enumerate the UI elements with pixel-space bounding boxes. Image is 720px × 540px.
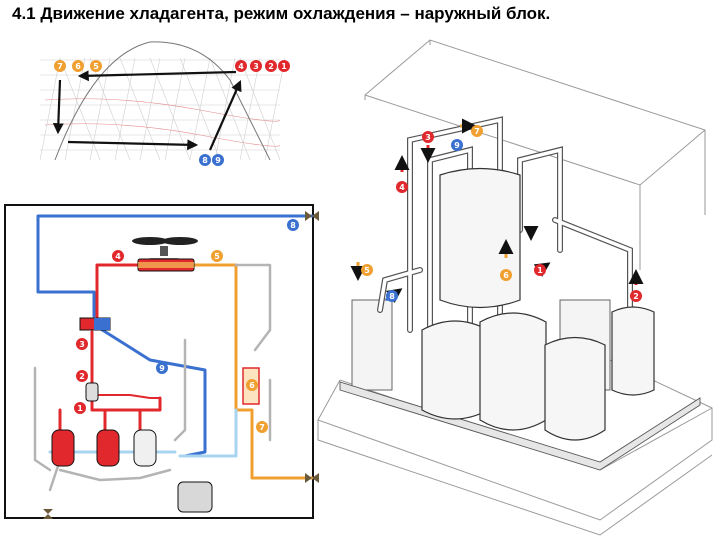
point-badge-1-circle xyxy=(74,402,86,414)
condenser-coil-gradient xyxy=(138,262,194,268)
point-badge-4-circle xyxy=(112,250,124,262)
point-badge-6: 6 xyxy=(249,381,255,390)
point-badge-4-circle xyxy=(396,181,408,193)
point-badge-8-circle xyxy=(287,219,299,231)
point-badge-1-circle xyxy=(278,60,290,72)
point-badge-7-circle xyxy=(256,421,268,433)
pipe-suction-gas xyxy=(36,214,314,318)
point-badge-5: 5 xyxy=(364,266,370,275)
point-badge-3-circle xyxy=(76,338,88,350)
outdoor-unit-3d: 3 7 9 4 5 8 6 1 2 xyxy=(317,39,713,536)
point-badge-1-circle xyxy=(534,264,546,276)
point-badge-7-circle xyxy=(471,125,483,137)
compressor-1 xyxy=(51,429,75,467)
ph-isotherms xyxy=(44,98,281,147)
point-badge-5-circle xyxy=(211,250,223,262)
point-badge-7: 7 xyxy=(259,423,265,432)
pipe-discharge-to-coil xyxy=(95,263,142,320)
point-badge-7: 7 xyxy=(57,62,63,71)
point-badge-9-circle xyxy=(451,139,463,151)
point-badge-3: 3 xyxy=(253,62,259,71)
point-badge-1: 1 xyxy=(281,62,287,71)
pipe-discharge-manifold xyxy=(58,330,162,437)
point-badge-2: 2 xyxy=(79,372,85,381)
point-badge-6-circle xyxy=(500,269,512,281)
compressor-2 xyxy=(96,429,120,467)
point-badge-2-circle xyxy=(76,370,88,382)
unit-compressor-1 xyxy=(421,320,489,420)
point-badge-6: 6 xyxy=(503,271,509,280)
point-badge-9-circle xyxy=(156,362,168,374)
point-badge-2: 2 xyxy=(633,292,639,301)
service-valves xyxy=(43,211,319,519)
unit-compressors xyxy=(421,167,655,441)
point-badge-8: 8 xyxy=(389,292,395,301)
point-badge-3: 3 xyxy=(79,340,85,349)
frame-post xyxy=(351,299,393,391)
pipe-auxiliary xyxy=(33,263,272,492)
point-badge-1: 1 xyxy=(77,404,83,413)
schematic-badge-group: 8 4 5 3 9 2 6 1 7 xyxy=(74,219,299,433)
page-title: 4.1 Движение хладагента, режим охлаждени… xyxy=(12,4,551,23)
point-badge-3-circle xyxy=(422,131,434,143)
compressor-3 xyxy=(133,429,157,467)
point-badge-3-circle xyxy=(250,60,262,72)
point-badge-5: 5 xyxy=(214,252,220,261)
point-badge-8-circle xyxy=(386,290,398,302)
unit-accumulator xyxy=(439,167,521,309)
point-badge-6: 6 xyxy=(75,62,81,71)
point-badge-7-circle xyxy=(54,60,66,72)
oil-separator xyxy=(85,382,99,402)
point-badge-4-circle xyxy=(235,60,247,72)
point-badge-9: 9 xyxy=(454,141,460,150)
unit-oil-separator xyxy=(611,306,655,396)
point-badge-9: 9 xyxy=(215,156,221,165)
point-badge-3: 3 xyxy=(425,133,431,142)
four-way-valve-low-side xyxy=(94,318,110,330)
point-badge-2: 2 xyxy=(268,62,274,71)
pipe-oil-return xyxy=(91,394,161,399)
ph-cycle-arrows xyxy=(52,70,242,151)
pipe-suction-return xyxy=(94,324,207,458)
piping-schematic: 8 4 5 3 9 2 6 1 7 xyxy=(4,204,319,519)
point-badge-7: 7 xyxy=(474,127,480,136)
saturation-dome xyxy=(54,41,271,161)
point-badge-8: 8 xyxy=(202,156,208,165)
unit-badge-group: 3 7 9 4 5 8 6 1 2 xyxy=(361,125,642,302)
point-badge-2-circle xyxy=(265,60,277,72)
point-badge-9: 9 xyxy=(159,364,165,373)
point-badge-4: 4 xyxy=(399,183,405,192)
point-badge-5-circle xyxy=(361,264,373,276)
point-badge-9-circle xyxy=(212,154,224,166)
unit-compressor-2 xyxy=(479,312,547,431)
point-badge-8: 8 xyxy=(290,221,296,230)
point-badge-5-circle xyxy=(90,60,102,72)
point-badge-8-circle xyxy=(199,154,211,166)
point-badge-4: 4 xyxy=(238,62,244,71)
compressors xyxy=(51,429,157,467)
point-badge-1: 1 xyxy=(537,266,543,275)
point-badge-5: 5 xyxy=(93,62,99,71)
point-badge-2-circle xyxy=(630,290,642,302)
accumulator xyxy=(177,481,213,513)
point-badge-4: 4 xyxy=(115,252,121,261)
point-badge-6-circle xyxy=(246,379,258,391)
point-badge-6-circle xyxy=(72,60,84,72)
unit-compressor-3 xyxy=(544,336,606,441)
